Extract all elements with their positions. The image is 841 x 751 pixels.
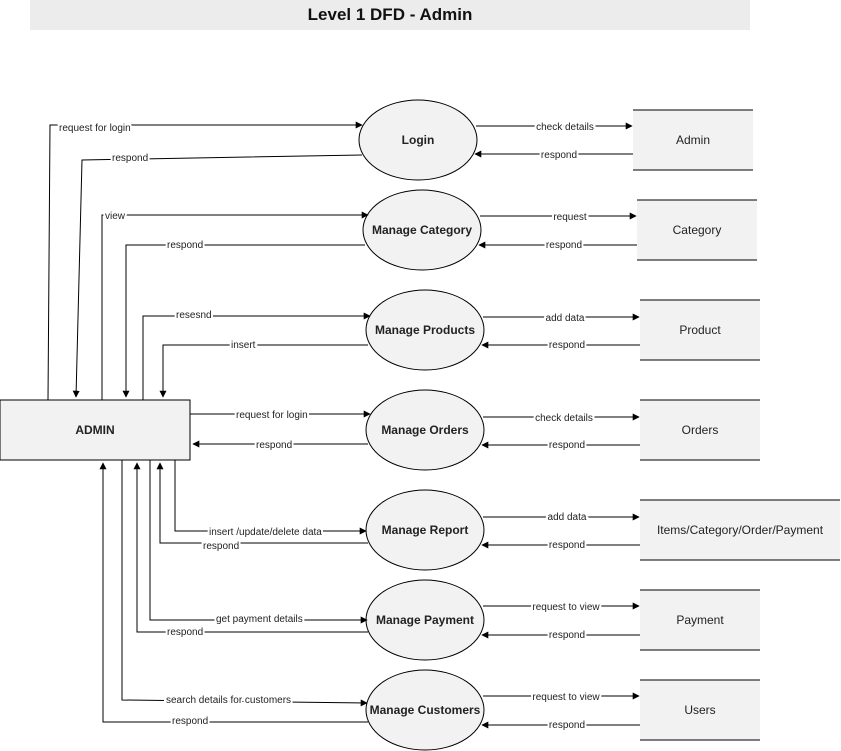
- store-product: Product: [640, 299, 760, 361]
- store-payment-label: Payment: [676, 613, 724, 627]
- diagram-title-bar: Level 1 DFD - Admin: [30, 0, 750, 30]
- flow-login-respond: [72, 154, 363, 398]
- flow-label-products-add: add data: [546, 313, 585, 324]
- process-manage-report-label: Manage Report: [382, 523, 469, 537]
- flow-label-payment-request: request to view: [532, 602, 600, 613]
- flow-label-report-add: add data: [548, 512, 587, 523]
- flow-label-customers-request: request to view: [532, 692, 600, 703]
- process-manage-report: Manage Report: [365, 489, 485, 571]
- process-manage-customers-label: Manage Customers: [370, 703, 481, 717]
- store-admin: Admin: [633, 109, 753, 171]
- process-manage-products: Manage Products: [365, 289, 485, 371]
- process-manage-category: Manage Category: [362, 189, 482, 271]
- flow-label-category-respond: respond: [167, 240, 203, 251]
- flow-label-orders-request: request for login: [236, 410, 308, 421]
- flow-category-respond: [122, 244, 365, 398]
- process-manage-payment-label: Manage Payment: [376, 613, 474, 627]
- flow-label-login-store-respond: respond: [541, 150, 577, 161]
- store-product-label: Product: [679, 323, 721, 337]
- store-orders: Orders: [640, 399, 760, 461]
- process-manage-customers: Manage Customers: [365, 669, 485, 751]
- flow-customers-search: [121, 460, 368, 707]
- flow-label-customers-respond: respond: [172, 716, 208, 727]
- flow-label-orders-respond: respond: [256, 440, 292, 451]
- flow-report-respond: [156, 462, 368, 544]
- flow-payment-get: [149, 460, 368, 624]
- diagram-title: Level 1 DFD - Admin: [307, 5, 473, 24]
- flow-label-login-request: request for login: [59, 123, 131, 134]
- process-manage-category-label: Manage Category: [372, 223, 472, 237]
- flow-label-report-store-respond: respond: [549, 540, 585, 551]
- store-users-label: Users: [684, 703, 715, 717]
- flow-label-orders-check: check details: [535, 413, 593, 424]
- store-admin-label: Admin: [676, 133, 710, 147]
- flow-label-login-respond: respond: [112, 153, 148, 164]
- process-login: Login: [358, 99, 478, 181]
- store-items: Items/Category/Order/Payment: [640, 499, 840, 561]
- entity-admin-box: [0, 399, 191, 461]
- flow-products-resend: [142, 312, 371, 400]
- entity-admin-label: ADMIN: [75, 423, 114, 437]
- flow-label-products-store-respond: respond: [549, 340, 585, 351]
- flow-payment-respond: [133, 462, 368, 633]
- flow-label-orders-store-respond: respond: [549, 440, 585, 451]
- flow-label-products-resend: resesnd: [176, 310, 212, 321]
- flow-products-insert: [159, 344, 368, 398]
- store-category: Category: [637, 199, 757, 261]
- flow-report-insert: [174, 460, 367, 535]
- store-users: Users: [640, 679, 760, 741]
- flow-label-login-check: check details: [536, 122, 594, 133]
- process-manage-orders: Manage Orders: [365, 389, 485, 471]
- process-login-label: Login: [402, 133, 435, 147]
- store-orders-label: Orders: [682, 423, 719, 437]
- flow-label-customers-store-respond: respond: [549, 720, 585, 731]
- store-payment: Payment: [640, 589, 760, 651]
- flow-label-category-view: view: [105, 211, 126, 222]
- flow-login-request: [47, 121, 363, 401]
- process-manage-products-label: Manage Products: [375, 323, 475, 337]
- flow-label-customers-search: search details for customers: [166, 695, 291, 706]
- store-category-label: Category: [673, 223, 722, 237]
- flow-label-products-insert: insert: [231, 340, 256, 351]
- flow-label-category-store-respond: respond: [546, 240, 582, 251]
- flow-label-payment-get: get payment details: [216, 614, 303, 625]
- flow-label-payment-respond: respond: [167, 627, 203, 638]
- store-items-label: Items/Category/Order/Payment: [657, 523, 824, 537]
- flow-label-report-insert: insert /update/delete data: [209, 527, 322, 538]
- flow-label-report-respond: respond: [203, 541, 239, 552]
- flow-label-category-request: request: [553, 212, 587, 223]
- flow-category-view: [101, 211, 369, 400]
- flow-customers-respond: [99, 462, 368, 723]
- process-manage-orders-label: Manage Orders: [381, 423, 469, 437]
- process-manage-payment: Manage Payment: [365, 579, 485, 661]
- flow-label-payment-store-respond: respond: [549, 630, 585, 641]
